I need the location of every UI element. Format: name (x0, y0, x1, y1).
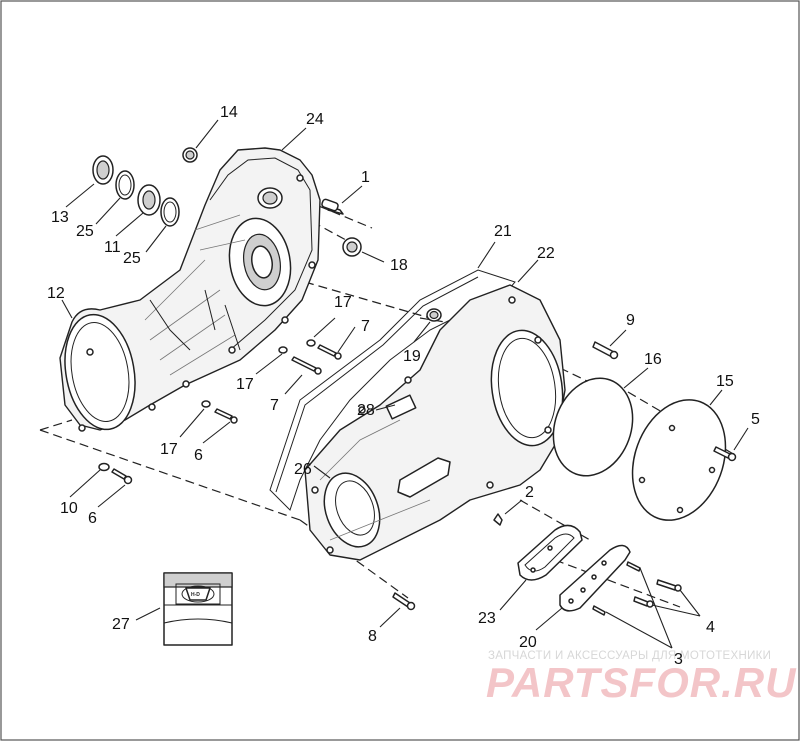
callout-18: 18 (390, 257, 408, 274)
callout-14: 14 (220, 104, 238, 121)
callout-17c: 17 (160, 441, 178, 458)
derby-cover-parts (552, 341, 737, 521)
callout-7b: 7 (270, 397, 279, 414)
callout-19: 19 (403, 348, 421, 365)
callout-4: 4 (706, 619, 715, 636)
callout-12: 12 (47, 285, 65, 302)
callout-28: 28 (357, 402, 375, 419)
callout-2: 2 (525, 484, 534, 501)
callout-24: 24 (306, 111, 324, 128)
callout-17b: 17 (236, 376, 254, 393)
instruction-sheet: H-D (163, 572, 233, 646)
callout-15: 15 (716, 373, 734, 390)
callout-27: 27 (112, 616, 130, 633)
callout-1: 1 (361, 169, 370, 186)
long-screw (392, 592, 416, 611)
callout-23: 23 (478, 610, 496, 627)
callout-20: 20 (519, 634, 537, 651)
callout-17a: 17 (334, 294, 352, 311)
callout-5: 5 (751, 411, 760, 428)
callout-26: 26 (294, 461, 312, 478)
callout-labels: 1 2 3 4 5 6 6 7 7 8 9 10 11 12 13 14 15 … (47, 104, 760, 668)
logo-text: H-D (191, 592, 200, 598)
callout-6b: 6 (88, 510, 97, 527)
inspection-cover-parts (493, 513, 682, 616)
watermark-tagline: ЗАПЧАСТИ И АКСЕССУАРЫ ДЛЯ МОТОТЕХНИКИ (488, 650, 771, 662)
outer-primary-cover (304, 284, 566, 561)
callout-10: 10 (60, 500, 78, 517)
fasteners-left (98, 339, 342, 485)
callout-3: 3 (674, 651, 683, 668)
watermark: ЗАПЧАСТИ И АКСЕССУАРЫ ДЛЯ МОТОТЕХНИКИ PA… (486, 650, 797, 706)
inner-primary-housing (59, 147, 321, 432)
callout-8: 8 (368, 628, 377, 645)
dowel-and-bushing (321, 198, 362, 257)
callout-25a: 25 (76, 223, 94, 240)
watermark-brand: PARTSFOR.RU (486, 659, 797, 706)
callout-25b: 25 (123, 250, 141, 267)
callout-22: 22 (537, 245, 555, 262)
callout-13: 13 (51, 209, 69, 226)
callout-11: 11 (104, 239, 121, 256)
callout-6a: 6 (194, 447, 203, 464)
callout-9: 9 (626, 312, 635, 329)
callout-21: 21 (494, 223, 512, 240)
callout-7a: 7 (361, 318, 370, 335)
callout-16: 16 (644, 351, 662, 368)
leader-lines (61, 119, 749, 649)
bearing-stack (92, 147, 198, 227)
